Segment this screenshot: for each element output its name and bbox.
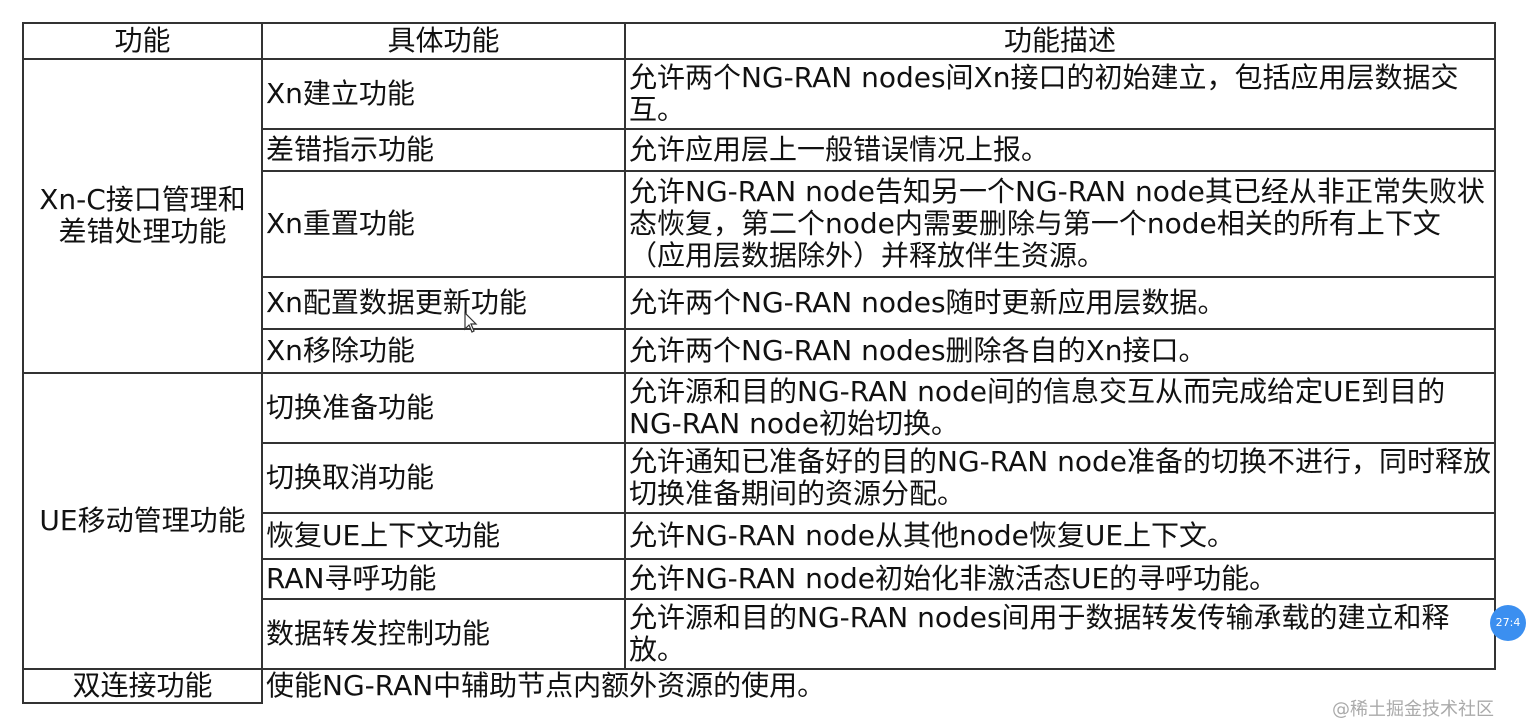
description-cell: 允许两个NG-RAN nodes随时更新应用层数据。 <box>624 276 1496 330</box>
sub-function-cell: 切换取消功能 <box>261 442 626 514</box>
table-row: UE移动管理功能 切换准备功能 允许源和目的NG-RAN node间的信息交互从… <box>22 372 1496 670</box>
header-sub-function: 具体功能 <box>261 22 626 60</box>
sub-function-cell: 差错指示功能 <box>261 128 626 172</box>
table-row: Xn-C接口管理和差错处理功能 Xn建立功能 允许两个NG-RAN nodes间… <box>22 58 1496 374</box>
sub-function-cell: 使能NG-RAN中辅助节点内额外资源的使用。 <box>261 668 1495 703</box>
table-row: 恢复UE上下文功能 允许NG-RAN node从其他node恢复UE上下文。 <box>23 512 1496 560</box>
table-row: Xn移除功能 允许两个NG-RAN nodes删除各自的Xn接口。 <box>23 328 1496 374</box>
sub-function-cell: Xn建立功能 <box>261 58 626 130</box>
description-cell: 允许NG-RAN node告知另一个NG-RAN node其已经从非正常失败状态… <box>624 170 1496 278</box>
table-row: Xn重置功能 允许NG-RAN node告知另一个NG-RAN node其已经从… <box>23 170 1496 278</box>
table-row: 切换取消功能 允许通知已准备好的目的NG-RAN node准备的切换不进行，同时… <box>23 442 1496 514</box>
description-cell: 允许NG-RAN node初始化非激活态UE的寻呼功能。 <box>624 558 1496 600</box>
category-cell: UE移动管理功能 <box>22 372 263 670</box>
function-table: 功能 具体功能 功能描述 Xn-C接口管理和差错处理功能 Xn建立功能 允许两个… <box>22 22 1496 704</box>
description-cell: 允许NG-RAN node从其他node恢复UE上下文。 <box>624 512 1496 560</box>
sub-function-cell: Xn重置功能 <box>261 170 626 278</box>
sub-function-cell: 恢复UE上下文功能 <box>261 512 626 560</box>
header-description: 功能描述 <box>624 22 1496 60</box>
sub-function-cell: 切换准备功能 <box>261 372 626 444</box>
description-cell: 允许通知已准备好的目的NG-RAN node准备的切换不进行，同时释放切换准备期… <box>624 442 1496 514</box>
sub-function-cell: RAN寻呼功能 <box>261 558 626 600</box>
header-row: 功能 具体功能 功能描述 <box>22 22 1496 60</box>
table-row: Xn配置数据更新功能 允许两个NG-RAN nodes随时更新应用层数据。 <box>23 276 1496 330</box>
category-cell: Xn-C接口管理和差错处理功能 <box>22 58 263 374</box>
description-cell: 允许源和目的NG-RAN nodes间用于数据转发传输承载的建立和释放。 <box>624 598 1496 670</box>
mouse-cursor-icon <box>464 311 478 333</box>
sub-function-cell: Xn移除功能 <box>261 328 626 374</box>
timer-badge[interactable]: 27:4 <box>1490 605 1526 641</box>
description-cell: 允许应用层上一般错误情况上报。 <box>624 128 1496 172</box>
table-row: RAN寻呼功能 允许NG-RAN node初始化非激活态UE的寻呼功能。 <box>23 558 1496 600</box>
description-cell: 允许两个NG-RAN nodes间Xn接口的初始建立，包括应用层数据交互。 <box>624 58 1496 130</box>
description-cell: 允许源和目的NG-RAN node间的信息交互从而完成给定UE到目的NG-RAN… <box>624 372 1496 444</box>
description-cell: 允许两个NG-RAN nodes删除各自的Xn接口。 <box>624 328 1496 374</box>
watermark: @稀土掘金技术社区 <box>1332 699 1494 720</box>
sub-function-cell: 数据转发控制功能 <box>261 598 626 670</box>
table-row: 差错指示功能 允许应用层上一般错误情况上报。 <box>23 128 1496 172</box>
table-row: 双连接功能 使能NG-RAN中辅助节点内额外资源的使用。 <box>22 668 1495 704</box>
category-cell: 双连接功能 <box>22 668 263 704</box>
sub-function-cell: Xn配置数据更新功能 <box>261 276 626 330</box>
header-category: 功能 <box>22 22 263 60</box>
